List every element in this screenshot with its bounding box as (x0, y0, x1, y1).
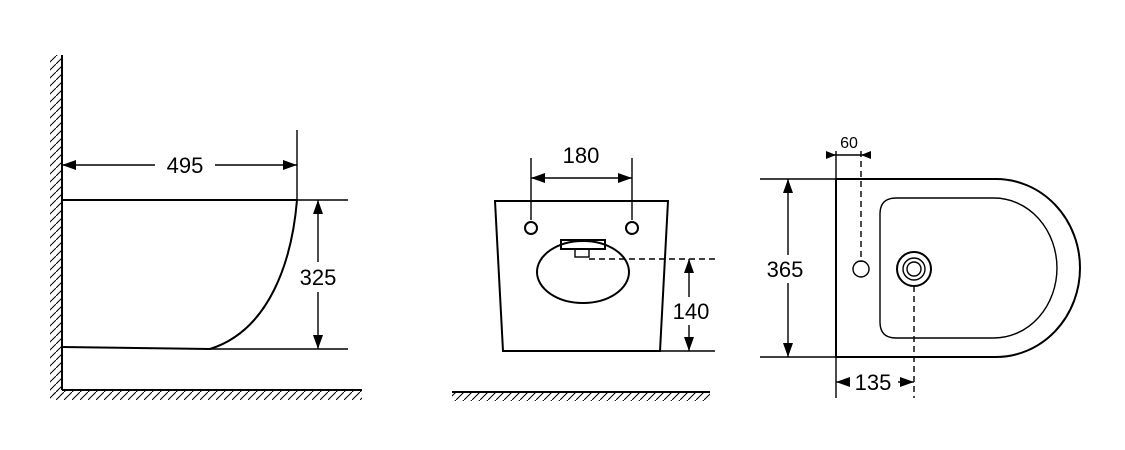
top-view: 60 365 135 (760, 135, 1081, 398)
dimension-label-width: 495 (167, 153, 204, 178)
dimension-60: 60 (826, 135, 871, 159)
drain (896, 251, 932, 287)
bolt-hole-left (524, 221, 538, 235)
bowl-back-outline (493, 200, 670, 352)
dimension-label-bolt-spacing: 180 (563, 143, 600, 168)
bowl-top-inner (879, 197, 1058, 339)
dimension-180: 180 (531, 143, 632, 183)
floor-back (452, 391, 710, 401)
dimension-140: 140 (673, 259, 710, 351)
dimension-label-drain-offset: 135 (855, 370, 892, 395)
dimension-365: 365 (760, 178, 836, 358)
outlet-opening (536, 240, 630, 304)
dimension-label-height: 325 (300, 265, 337, 290)
tap-hole (852, 260, 870, 278)
floor (50, 389, 362, 400)
back-view: 180 140 (452, 143, 715, 401)
bowl-side-outline (61, 199, 299, 351)
dimension-label-outlet-height: 140 (673, 299, 710, 324)
bolt-hole-right (625, 221, 639, 235)
side-view: 495 325 (50, 55, 362, 400)
dimension-135: 135 (836, 370, 914, 395)
dimension-325: 325 (300, 200, 337, 349)
dimension-495: 495 (62, 153, 297, 178)
bowl-top-outline (835, 178, 1081, 358)
dimension-label-length: 365 (767, 257, 804, 282)
dimension-label-tap-offset: 60 (840, 135, 858, 152)
wall (50, 55, 63, 395)
